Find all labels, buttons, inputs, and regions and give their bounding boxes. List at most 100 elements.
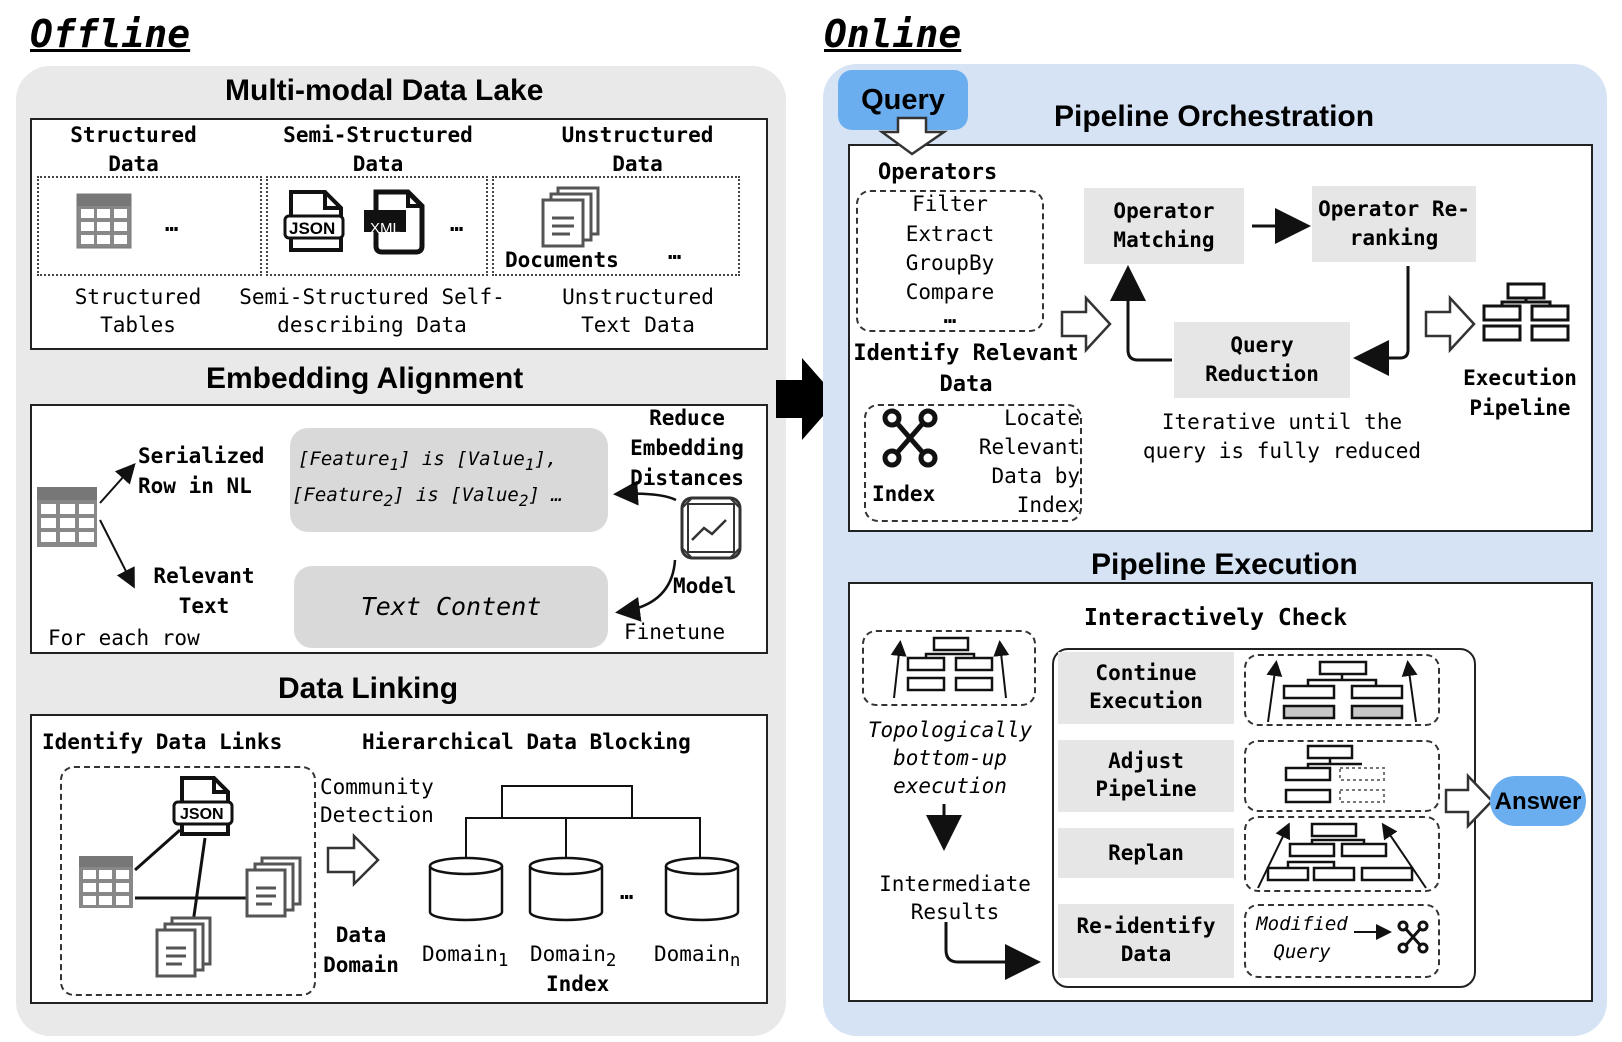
index-icon-label: Index	[872, 482, 936, 506]
query-reduction-box	[1174, 322, 1350, 398]
reidentify-label: Re-identify Data	[1076, 914, 1216, 966]
link-documents-icon-bottom	[155, 916, 212, 978]
adjust-pipeline-label: Adjust Pipeline	[1095, 749, 1197, 801]
offline-title: Offline	[30, 12, 191, 56]
unstructured-ellipsis: …	[668, 240, 682, 265]
index-label: Index	[546, 972, 610, 996]
community-detection-label: Community Detection	[320, 775, 434, 827]
replan-label: Replan	[1108, 841, 1184, 865]
operator-reranking-box	[1312, 186, 1476, 262]
to-answer-hollow-arrow	[1444, 772, 1494, 830]
reduce-distances-label: Reduce Embedding Distances	[630, 406, 744, 490]
link-table-icon	[79, 856, 133, 908]
serialized-row-label: Serialized Row in NL	[138, 444, 265, 498]
table-icon	[76, 193, 132, 249]
hierarchical-blocking-label: Hierarchical Data Blocking	[362, 730, 691, 754]
modified-query-arrow	[1354, 924, 1392, 940]
topological-label: Topologically bottom-up execution	[867, 718, 1033, 798]
answer-badge	[1490, 776, 1586, 826]
topological-icon-zone	[862, 630, 1036, 706]
feature-line-2: [Feature2] is [Value2] …	[292, 484, 563, 510]
xml-file-icon	[364, 189, 425, 255]
structured-caption: Structured Tables	[74, 285, 202, 337]
replan-icon-zone	[1244, 816, 1440, 892]
operators-ellipsis: …	[943, 304, 957, 328]
operator-matching-label: Operator Matching	[1113, 199, 1215, 252]
operator-matching-box	[1084, 188, 1244, 264]
finetune-label: Finetune	[624, 620, 726, 644]
orchestration-hollow-arrow	[1060, 294, 1112, 354]
domain-1-label: Domain1	[422, 942, 509, 972]
pipeline-execution-title: Pipeline Execution	[1091, 548, 1358, 581]
structured-zone	[37, 176, 262, 276]
feature-line-1: [Feature1] is [Value1],	[298, 448, 558, 474]
continue-execution-label: Continue Execution	[1089, 661, 1203, 713]
execution-pipeline-label: Execution Pipeline	[1463, 366, 1577, 420]
iterative-text: Iterative until the query is fully reduc…	[1142, 410, 1422, 463]
json-link-label: JSON	[180, 806, 224, 823]
continue-execution-icon-zone	[1244, 654, 1440, 726]
online-title: Online	[824, 12, 962, 56]
index-graph-icon	[882, 408, 938, 468]
documents-label: Documents	[505, 248, 619, 272]
identify-links-label: Identify Data Links	[42, 730, 283, 754]
adjust-pipeline-icon	[1284, 744, 1385, 804]
json-link-icon	[172, 776, 234, 836]
structured-data-header: Structured Data	[70, 123, 197, 176]
continue-execution-pipeline-icon	[1266, 660, 1418, 723]
operator-extract: Extract	[905, 222, 995, 246]
data-links-zone	[60, 766, 316, 996]
link-documents-icon-right	[245, 856, 302, 918]
text-content-box	[294, 566, 608, 648]
embedding-title: Embedding Alignment	[206, 362, 524, 395]
continue-execution-box	[1058, 652, 1234, 724]
answer-label: Answer	[1494, 788, 1582, 815]
unstructured-caption: Unstructured Text Data	[562, 285, 714, 337]
unstructured-zone	[492, 176, 740, 276]
data-lake-title: Multi-modal Data Lake	[225, 74, 544, 107]
semi-structured-data-header: Semi-Structured Data	[283, 123, 473, 176]
semi-structured-zone	[266, 176, 488, 276]
reidentify-box	[1058, 904, 1234, 978]
unstructured-data-header: Unstructured Data	[561, 123, 714, 176]
operator-groupby: GroupBy	[905, 251, 995, 275]
data-linking-title: Data Linking	[278, 672, 459, 705]
domain-n-cylinder	[664, 856, 740, 922]
domain-ellipsis: …	[620, 880, 634, 905]
model-icon	[680, 496, 742, 560]
row-table-icon	[37, 487, 97, 547]
identify-relevant-label: Identify Relevant Data	[853, 341, 1079, 397]
execution-pipeline-icon	[1482, 282, 1570, 342]
index-zone	[864, 404, 1082, 522]
modified-query-label: Modified Query	[1256, 913, 1348, 963]
text-content-label: Text Content	[360, 592, 542, 621]
relevant-text-label: Relevant Text	[153, 564, 255, 618]
operator-filter: Filter	[912, 192, 988, 216]
domain-n-label: Domainn	[654, 942, 741, 972]
data-lake-box	[30, 118, 768, 350]
to-pipeline-hollow-arrow	[1424, 294, 1476, 354]
query-down-arrow	[878, 116, 949, 156]
pipeline-orchestration-title: Pipeline Orchestration	[1054, 100, 1375, 133]
semi-structured-caption: Semi-Structured Self-describing Data	[239, 285, 505, 337]
data-linking-box	[30, 714, 768, 1004]
locate-relevant-text: Locate Relevant Data by Index	[978, 406, 1080, 517]
linking-hollow-arrow	[326, 832, 380, 888]
domain-2-cylinder	[528, 856, 604, 922]
query-reduction-label: Query Reduction	[1205, 333, 1319, 386]
model-label: Model	[673, 574, 737, 598]
json-file-icon	[283, 190, 345, 252]
adjust-pipeline-icon-zone	[1244, 740, 1440, 812]
data-domain-label: Data Domain	[323, 923, 399, 977]
intermediate-results-label: Intermediate Results	[879, 872, 1031, 924]
offline-to-online-arrow	[776, 358, 838, 440]
replan-box	[1058, 828, 1234, 878]
operators-title: Operators	[878, 160, 998, 185]
xml-label: XML	[370, 220, 401, 237]
domain-2-label: Domain2	[530, 942, 617, 972]
